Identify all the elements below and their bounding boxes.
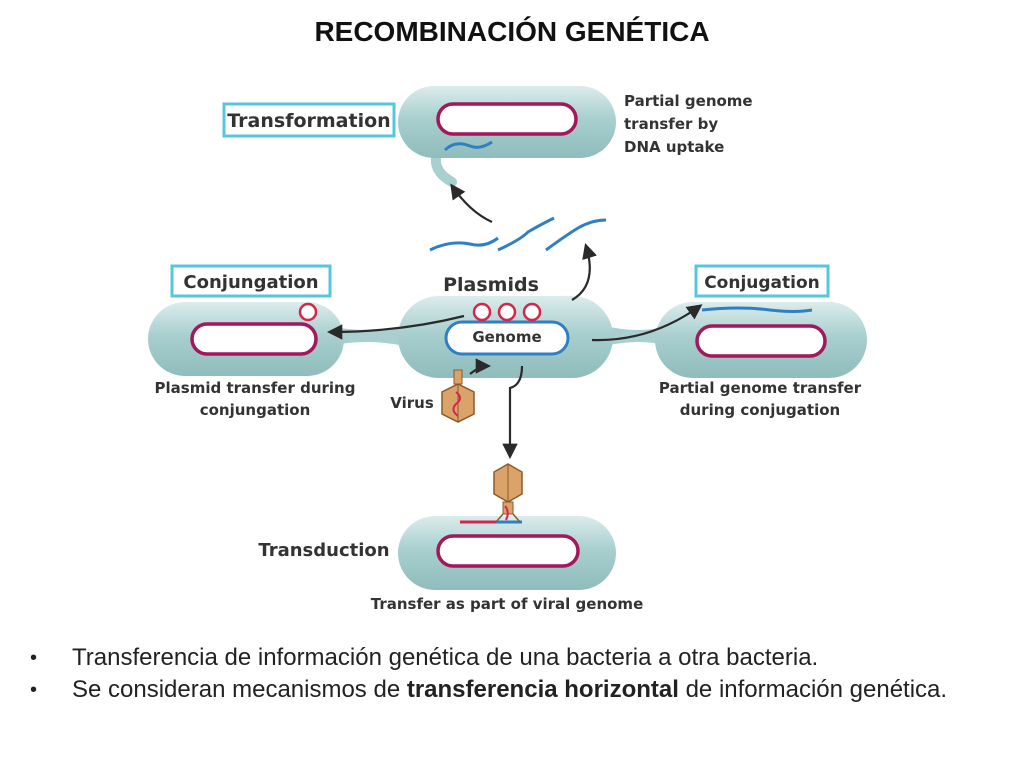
bullet-symbol: •: [30, 647, 38, 669]
plasmid-transfer-line1: Plasmid transfer during: [155, 379, 356, 397]
plasmid: [472, 302, 492, 322]
virus-icon: [441, 369, 475, 423]
transduction-label: Transduction: [258, 540, 389, 561]
genome-ring: [444, 320, 570, 356]
virus-label: Virus: [390, 394, 434, 412]
bullet-list: • Transferencia de información genética …: [28, 642, 1008, 706]
dna-taken-up: [443, 140, 493, 152]
transformation-desc-line3: DNA uptake: [624, 138, 724, 156]
transformation-cell: [398, 86, 616, 158]
arrow-virus-into-cell: [469, 358, 492, 375]
transformation-desc-line1: Partial genome: [624, 92, 753, 110]
arrow-to-right-cell: [591, 304, 703, 342]
dna-fragment: [429, 236, 499, 252]
dna-transferred: [701, 306, 813, 313]
svg-text:Conjugation: Conjugation: [704, 273, 820, 293]
conjungation-box: Conjungation: [170, 264, 332, 298]
arrow-plasmid-release: [571, 243, 597, 301]
transferred-plasmid: [298, 302, 318, 322]
arrow-to-transformation: [450, 183, 493, 224]
svg-text:Transformation: Transformation: [227, 110, 390, 132]
transduction-desc: Transfer as part of viral genome: [371, 595, 644, 613]
genome-label: Genome: [472, 328, 541, 346]
conjugation-box: Conjugation: [694, 264, 830, 298]
bullet-item: • Se consideran mecanismos de transferen…: [28, 674, 1008, 706]
page-title: RECOMBINACIÓN GENÉTICA: [314, 16, 710, 47]
bullet-text: Transferencia de información genética de…: [72, 644, 819, 671]
plasmid: [522, 302, 542, 322]
transformation-desc-line2: transfer by: [624, 115, 718, 133]
bullet-text-post: de información genética.: [678, 676, 948, 703]
svg-text:Conjungation: Conjungation: [183, 272, 318, 293]
arrow-to-left-cell: [326, 314, 465, 340]
plasmids-label: Plasmids: [443, 274, 539, 296]
dna-fragment: [545, 218, 607, 252]
transduction-cell: [398, 516, 616, 590]
bullet-symbol: •: [30, 679, 38, 701]
arrow-to-transduction: [502, 365, 524, 460]
plasmid: [497, 302, 517, 322]
left-conjugation-cell: [148, 302, 344, 376]
phage-icon: [493, 463, 523, 523]
bullet-text-pre: Se consideran mecanismos de: [72, 676, 407, 703]
bullet-item: • Transferencia de información genética …: [28, 642, 1008, 674]
bullet-text-bold: transferencia horizontal: [406, 676, 679, 703]
dna-fragment: [497, 216, 555, 252]
partial-conjugation-line1: Partial genome transfer: [659, 379, 862, 397]
right-conjugation-cell: [655, 302, 867, 378]
partial-conjugation-line2: during conjugation: [680, 401, 840, 419]
plasmid-transfer-line2: conjungation: [200, 401, 311, 419]
transformation-box: Transformation: [222, 102, 396, 138]
